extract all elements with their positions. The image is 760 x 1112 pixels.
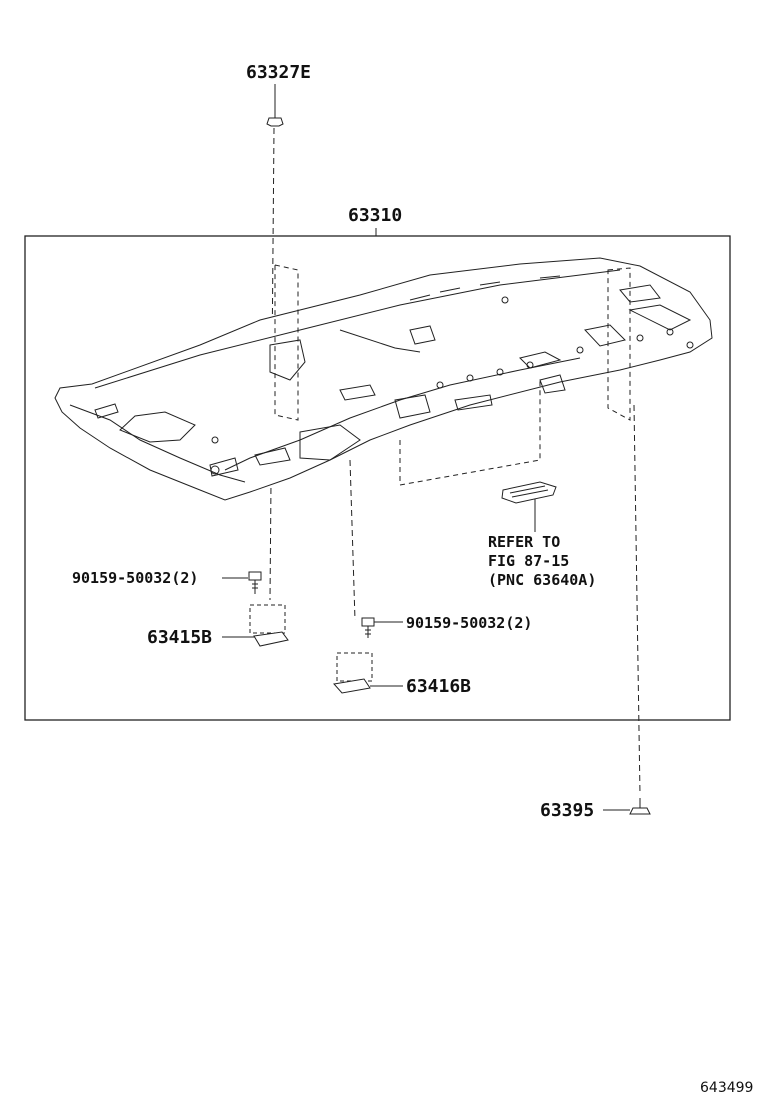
assembly-frame [24,235,731,721]
screw-left-icon [248,571,262,594]
part-label-headliner: 63310 [348,205,403,226]
map-lamp-icon [501,481,557,504]
top-clip-icon [266,113,284,127]
part-label-bottom-clip: 63395 [540,800,595,821]
visor-right-dash [336,652,373,682]
bottom-clip-icon [629,798,651,815]
reference-line-1: REFER TO [488,533,561,551]
bottom-clip-dash [633,404,641,796]
part-label-visor-right: 63416B [406,676,472,697]
top-clip-dash [269,127,275,601]
visor-right-icon [333,678,371,694]
visor-left-icon [253,631,289,647]
visor-left-dash [249,604,286,634]
left-visor-locator [274,264,299,421]
headliner-panel [54,257,713,501]
visor-right-locator [349,459,356,621]
figure-id: 643499 [700,1080,754,1096]
part-label-visor-left: 63415B [147,627,213,648]
reference-line-3: (PNC 63640A) [488,571,597,589]
part-label-screw-right: 90159-50032(2) [406,614,533,632]
part-label-screw-left: 90159-50032(2) [72,569,199,587]
right-rear-locator [607,267,631,421]
center-locator [399,380,541,486]
part-label-top-clip: 63327E [246,62,312,83]
reference-line-2: FIG 87-15 [488,552,570,570]
screw-right-icon [361,617,375,638]
